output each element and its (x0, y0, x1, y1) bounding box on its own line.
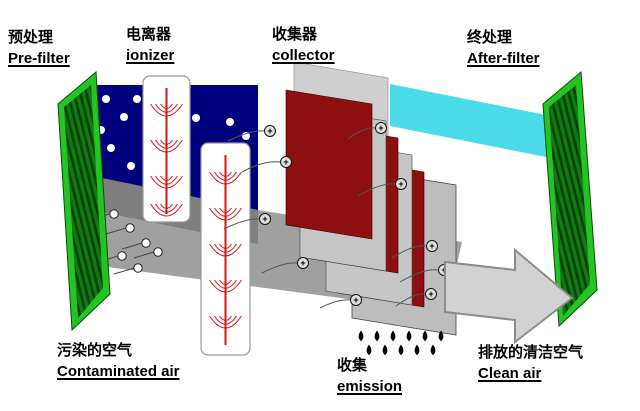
label-clean-air-zh: 排放的清洁空气 (478, 344, 584, 361)
svg-text:+: + (353, 295, 358, 305)
label-contaminated-air-en: Contaminated air (57, 363, 180, 380)
label-ionizer-zh: 电离器 (126, 26, 172, 43)
label-pre-filter: 预处理 Pre-filter (8, 27, 70, 69)
label-collector-zh: 收集器 (272, 26, 318, 43)
after-filter-panel (542, 70, 598, 328)
dust-dots (109, 209, 163, 273)
label-collector-en: collector (272, 47, 335, 64)
clean-air-duct-panel (390, 84, 556, 159)
label-clean-air-en: Clean air (478, 365, 542, 382)
ionizer-panel-front (200, 142, 251, 356)
label-ionizer-en: ionizer (126, 47, 175, 64)
ionizer-panel-back (142, 75, 191, 223)
collector-plate-red-1 (285, 89, 373, 240)
svg-text:+: + (398, 179, 403, 189)
label-after-filter-zh: 终处理 (467, 29, 513, 46)
label-collector: 收集器 collector (272, 24, 335, 66)
svg-text:+: + (429, 241, 434, 251)
label-ionizer: 电离器 ionizer (126, 24, 174, 66)
label-after-filter: 终处理 After-filter (467, 27, 540, 69)
label-clean-air: 排放的清洁空气 Clean air (478, 342, 583, 384)
label-contaminated-air-zh: 污染的空气 (57, 342, 133, 359)
after-filter-media (549, 85, 590, 316)
label-emission: 收集 emission (337, 355, 402, 397)
label-emission-zh: 收集 (337, 357, 368, 374)
label-pre-filter-zh: 预处理 (8, 29, 54, 46)
svg-text:+: + (300, 258, 305, 268)
label-contaminated-air: 污染的空气 Contaminated air (57, 340, 180, 382)
label-emission-en: emission (337, 378, 403, 395)
svg-text:+: + (378, 123, 383, 133)
charged-particles: ++ ++ ++ ++ ++ (223, 122, 450, 309)
svg-text:+: + (428, 289, 433, 299)
svg-text:+: + (267, 126, 272, 136)
label-after-filter-en: After-filter (467, 50, 540, 67)
svg-text:+: + (262, 214, 267, 224)
pre-filter-panel (57, 70, 111, 332)
svg-text:+: + (283, 157, 288, 167)
clean-air-arrow (444, 247, 574, 345)
emission-droplets (358, 330, 444, 356)
charged-particle-trails (223, 127, 439, 309)
pre-filter-media (64, 85, 103, 318)
label-pre-filter-en: Pre-filter (8, 50, 70, 67)
